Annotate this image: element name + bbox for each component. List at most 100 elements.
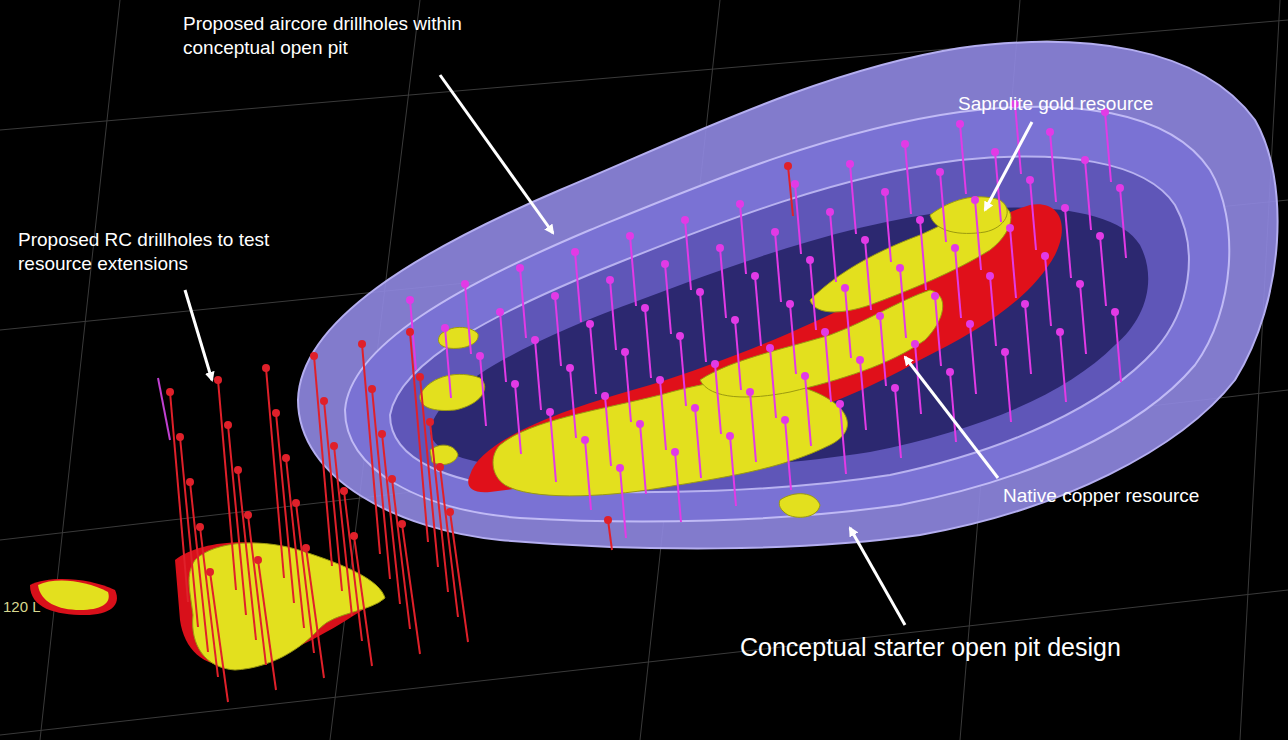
drillhole-collar xyxy=(1021,300,1029,308)
drillhole-trace xyxy=(960,124,966,194)
drillhole-collar xyxy=(350,532,358,540)
drillhole-collar xyxy=(206,568,214,576)
drillhole-collar xyxy=(262,364,270,372)
callout-wrapper: Saprolite gold resource xyxy=(958,92,1218,116)
drillhole-trace xyxy=(860,360,866,430)
drillhole-trace xyxy=(210,572,228,702)
drillhole-collar xyxy=(821,328,829,336)
drillhole-collar xyxy=(896,264,904,272)
drillhole-collar xyxy=(546,408,554,416)
drillhole-trace xyxy=(740,204,746,274)
drillhole-trace xyxy=(1060,332,1066,402)
drillhole-trace xyxy=(1100,236,1106,306)
callout-wrapper: Native copper resource xyxy=(1003,484,1273,508)
drillhole-collar xyxy=(436,463,444,471)
drillhole-collar xyxy=(936,168,944,176)
drillhole-collar xyxy=(726,432,734,440)
drillhole-collar xyxy=(1096,232,1104,240)
drillhole-collar xyxy=(292,499,300,507)
callout-wrapper: Proposed RC drillholes to test resource … xyxy=(18,228,318,276)
drillhole-trace xyxy=(895,388,901,458)
drillhole-collar xyxy=(781,416,789,424)
drillhole-collar xyxy=(621,348,629,356)
drillhole-collar xyxy=(841,284,849,292)
drillhole-trace xyxy=(585,440,591,510)
drillhole-trace xyxy=(605,396,611,466)
drillhole-collar xyxy=(891,384,899,392)
drillhole-collar xyxy=(416,373,424,381)
drillhole-collar xyxy=(616,464,624,472)
drillhole-trace xyxy=(660,380,666,450)
drillhole-collar xyxy=(1026,176,1034,184)
drillhole-collar xyxy=(302,544,310,552)
callout-label: Saprolite gold resource xyxy=(958,92,1218,116)
drillhole-trace xyxy=(805,376,811,446)
drillhole-trace xyxy=(465,284,471,354)
drillhole-collar xyxy=(836,400,844,408)
drillhole-collar xyxy=(691,404,699,412)
drillhole-trace xyxy=(790,304,796,374)
drillhole-collar xyxy=(1061,204,1069,212)
copper-extension-body xyxy=(30,579,117,615)
drillhole-trace xyxy=(158,378,170,440)
drillhole-trace xyxy=(990,276,996,346)
drillhole-collar xyxy=(378,430,386,438)
drillhole-trace xyxy=(755,276,761,346)
drillhole-collar xyxy=(671,448,679,456)
drillhole-trace xyxy=(665,264,671,334)
drillhole-trace xyxy=(645,308,651,378)
drillhole-collar xyxy=(566,364,574,372)
drillhole-trace xyxy=(515,384,521,454)
callout-label: Native copper resource xyxy=(1003,484,1273,508)
drillhole-trace xyxy=(1025,304,1031,374)
drillhole-collar xyxy=(446,508,454,516)
drillhole-trace xyxy=(450,512,468,642)
drillhole-collar xyxy=(791,180,799,188)
drillhole-trace xyxy=(788,166,793,216)
drillhole-trace xyxy=(535,340,541,410)
drillhole-trace xyxy=(795,184,801,254)
drillhole-collar xyxy=(406,296,414,304)
drillhole-collar xyxy=(601,392,609,400)
drillhole-trace xyxy=(258,560,276,690)
drillhole-trace xyxy=(1115,312,1121,382)
drillhole-trace xyxy=(1005,352,1011,422)
drillhole-trace xyxy=(1050,132,1056,202)
drillhole-collar xyxy=(731,316,739,324)
drillhole-collar xyxy=(696,288,704,296)
drillhole-collar xyxy=(861,236,869,244)
drillhole-collar xyxy=(254,556,262,564)
drillhole-collar xyxy=(1006,224,1014,232)
callout-label: 120 L xyxy=(3,598,63,617)
drillhole-collar xyxy=(606,276,614,284)
drillhole-collar xyxy=(801,372,809,380)
drillhole-collar xyxy=(784,162,792,170)
drillhole-trace xyxy=(480,356,486,426)
drillhole-collar xyxy=(656,376,664,384)
drillhole-collar xyxy=(746,388,754,396)
callout-wrapper: Conceptual starter open pit design xyxy=(740,632,1260,663)
drillhole-trace xyxy=(685,220,691,290)
drillhole-collar xyxy=(676,332,684,340)
callout-label: Conceptual starter open pit design xyxy=(740,632,1260,663)
drillhole-collar xyxy=(441,324,449,332)
drillhole-trace xyxy=(975,200,981,270)
drillhole-trace xyxy=(550,412,556,482)
drillhole-collar xyxy=(716,244,724,252)
drillhole-collar xyxy=(516,264,524,272)
drillhole-collar xyxy=(244,511,252,519)
drillhole-trace xyxy=(900,268,906,338)
drillhole-collar xyxy=(736,200,744,208)
drillhole-collar xyxy=(388,475,396,483)
drillhole-collar xyxy=(196,523,204,531)
drillhole-trace xyxy=(306,548,324,678)
drillhole-collar xyxy=(966,320,974,328)
drillhole-collar xyxy=(986,272,994,280)
drillhole-collar xyxy=(234,466,242,474)
saprolite-gold-body xyxy=(420,197,1011,517)
drillhole-trace xyxy=(625,352,631,422)
drillhole-trace xyxy=(555,296,561,366)
drillhole-collar xyxy=(531,336,539,344)
drillhole-trace xyxy=(830,212,836,282)
